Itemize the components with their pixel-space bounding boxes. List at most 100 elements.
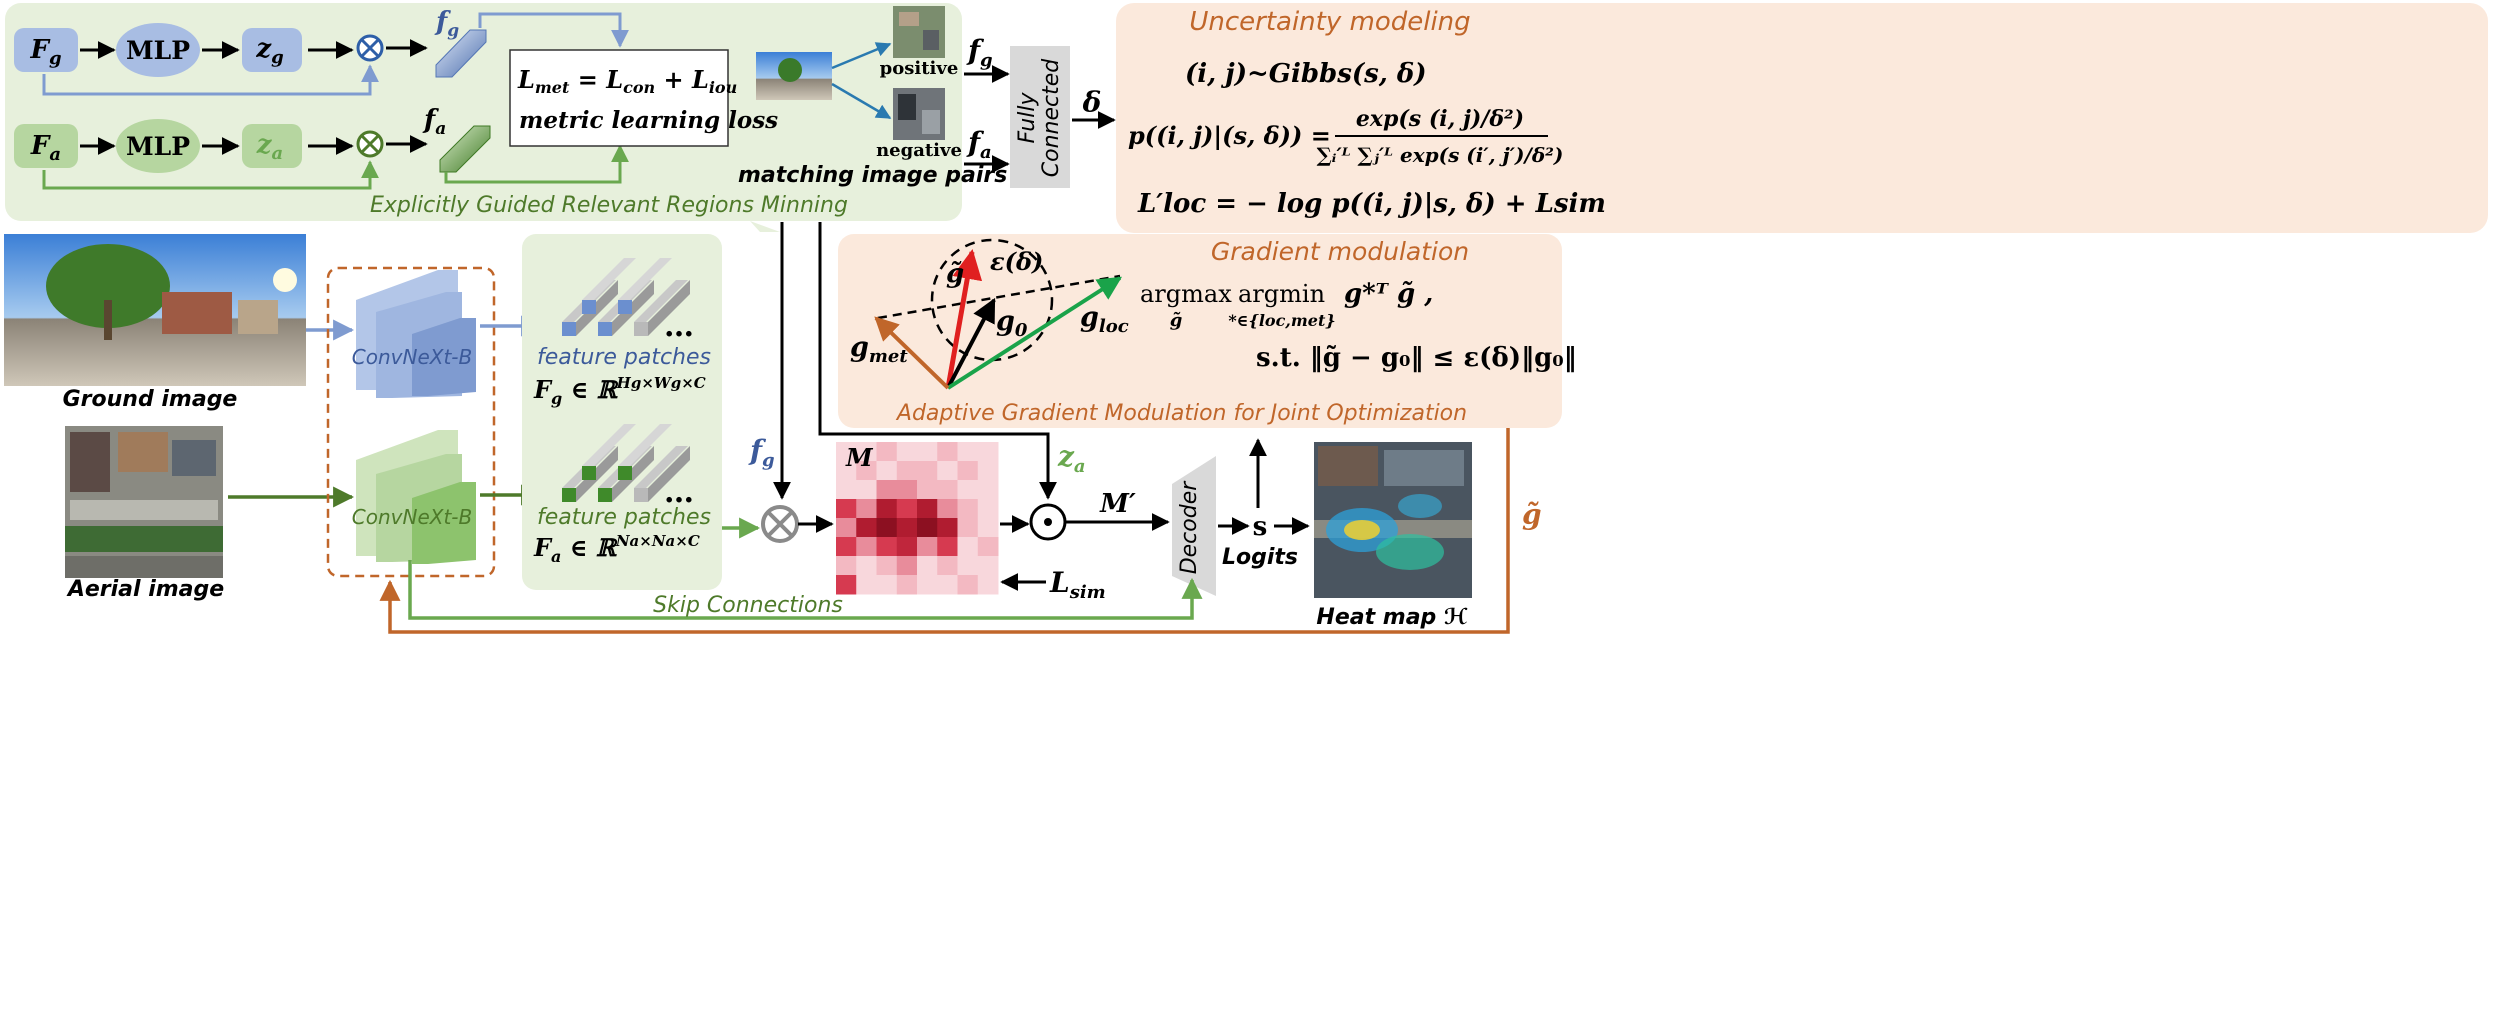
similarity-cell (896, 442, 918, 462)
ground-backbone (356, 270, 476, 398)
similarity-cell (937, 575, 958, 595)
aerial-patches (562, 424, 690, 502)
similarity-cell (836, 575, 857, 595)
zg-box (242, 28, 302, 72)
gradient-panel (838, 234, 1562, 428)
similarity-cell (977, 518, 999, 538)
similarity-cell (856, 518, 877, 538)
prob-denominator: ∑ᵢ′ᴸ ∑ⱼ′ᴸ exp(s (i′, j′)/δ²) (1317, 143, 1564, 167)
similarity-cell (977, 575, 999, 595)
similarity-cell (957, 442, 979, 462)
epsilon-label: ε(δ) (990, 247, 1043, 276)
ground-backbone-label: ConvNeXt-B (352, 345, 472, 369)
similarity-cell (856, 461, 877, 481)
similarity-cell (856, 537, 877, 557)
logits-label: Logits (1222, 545, 1298, 570)
prob-lhs: p((i, j)|(s, δ)) = (1128, 121, 1331, 150)
similarity-cell (856, 442, 877, 462)
za-box (242, 124, 302, 168)
similarity-cell (856, 556, 877, 576)
similarity-cell (937, 442, 958, 462)
similarity-cell (977, 442, 999, 462)
gradient-caption: Adaptive Gradient Modulation for Joint O… (895, 401, 1467, 426)
similarity-cell (876, 575, 898, 595)
similarity-cell (957, 556, 979, 576)
similarity-cell (917, 537, 938, 557)
similarity-cell (957, 575, 979, 595)
m-label: M (845, 443, 874, 472)
similarity-cell (977, 480, 999, 500)
similarity-cell (896, 556, 918, 576)
similarity-cell (836, 556, 857, 576)
similarity-cell (917, 480, 938, 500)
similarity-cell (836, 537, 857, 557)
ground-patches (562, 258, 690, 336)
loc-loss-equation: L′loc = − log p((i, j)|s, δ) + Lsim (1137, 189, 1606, 219)
positive-label: positive (880, 58, 959, 79)
similarity-cell (917, 442, 938, 462)
fa-feature-bar (439, 125, 491, 173)
dashed-plane (877, 274, 1121, 320)
gradient-feedback-line (379, 428, 1510, 634)
fc-fg-label: fg (966, 34, 993, 71)
aerial-backbone-label: ConvNeXt-B (352, 505, 472, 529)
similarity-cell (917, 461, 938, 481)
similarity-cell (876, 518, 898, 538)
similarity-cell (937, 537, 958, 557)
similarity-cell (896, 461, 918, 481)
lsim-label: Lsim (1049, 566, 1106, 603)
negative-label: negative (876, 140, 962, 161)
metric-loss-box (509, 49, 729, 147)
similarity-cell (876, 537, 898, 557)
fg-mid-label: fg (748, 434, 775, 471)
similarity-cell (957, 480, 979, 500)
ground-caption: Ground image (63, 387, 238, 412)
fg-feature-bar (435, 29, 487, 78)
similarity-cell (856, 575, 877, 595)
similarity-cell (917, 575, 938, 595)
fg-input-box (14, 28, 78, 72)
similarity-cell (876, 461, 898, 481)
argmax-sub: g̃ (1170, 310, 1183, 331)
similarity-cell (957, 461, 979, 481)
similarity-cell (957, 518, 979, 538)
matching-caption: matching image pairs (738, 163, 1007, 188)
g-tilde-vector (945, 249, 983, 389)
argmin-sub: *∈{loc,met} (1228, 311, 1335, 330)
constraint-text: s.t. ‖g̃ − g₀‖ ≤ ε(δ)‖g₀‖ (1256, 343, 1577, 373)
skip-connection-line (408, 560, 1203, 620)
fg-skip-line (42, 64, 379, 96)
fa-skip-line (42, 160, 379, 190)
za-mid-label: za (1057, 440, 1086, 477)
fc-fa-label: fa (966, 126, 992, 163)
gloc-vector (946, 276, 1123, 390)
uncertainty-panel (1116, 3, 2488, 233)
aerial-patches-ellipsis: … (664, 475, 694, 510)
similarity-cell (896, 499, 918, 519)
aerial-caption: Aerial image (66, 577, 224, 602)
za-route-line (818, 222, 1057, 500)
fa-to-loss-line (444, 144, 629, 184)
negative-link (831, 82, 892, 120)
mlp-bottom-label: MLP (126, 132, 190, 161)
mlp-bottom (116, 119, 200, 173)
similarity-cell (977, 537, 999, 557)
mlp-top-label: MLP (126, 36, 190, 65)
fa-input-box (14, 124, 78, 168)
argmax-text: argmax (1140, 280, 1232, 308)
fully-connected-label: FullyConnected (1015, 58, 1064, 178)
uncertainty-title: Uncertainty modeling (1189, 7, 1470, 37)
argmin-text: argmin (1238, 280, 1325, 308)
similarity-cell (876, 499, 898, 519)
similarity-cell (836, 442, 857, 462)
gmet-vector (874, 316, 950, 390)
similarity-cell (937, 499, 958, 519)
similarity-cell (856, 499, 877, 519)
fg-to-loss-line (478, 12, 629, 48)
aerial-backbone (356, 430, 476, 564)
ground-patches-caption: feature patches (537, 345, 711, 370)
skip-caption: Skip Connections (653, 593, 843, 618)
similarity-cell (836, 499, 857, 519)
fully-connected-block (1010, 46, 1070, 188)
similarity-cell (977, 461, 999, 481)
